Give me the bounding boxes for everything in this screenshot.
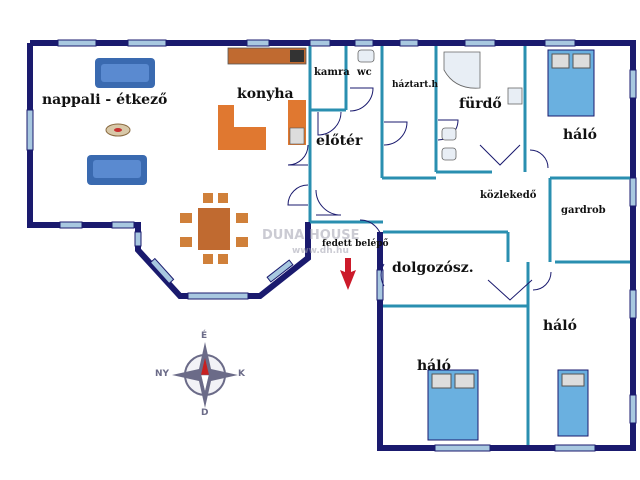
room-label-hall: előtér (316, 133, 363, 149)
room-label-storage: háztart.h (392, 80, 439, 90)
outer-walls (27, 40, 636, 451)
sofa-top (95, 58, 155, 88)
kitchen-counter (218, 47, 307, 150)
entry-arrow-icon (340, 258, 356, 290)
compass-icon (172, 342, 238, 408)
room-label-bedroom-e: háló (543, 318, 577, 334)
room-label-wardrobe: gardrob (561, 205, 606, 216)
inner-walls (308, 46, 630, 445)
room-label-living: nappali - étkező (42, 92, 168, 108)
room-label-pantry: kamra (314, 67, 350, 78)
windows (26, 39, 637, 452)
room-label-covered-entrance: fedett belépő (322, 239, 389, 249)
bed-sw (427, 369, 479, 441)
room-label-wc: wc (357, 67, 372, 78)
compass-north-label: É (201, 331, 208, 341)
doors (287, 87, 552, 301)
sofa-bottom (87, 155, 147, 185)
room-label-study: dolgozósz. (392, 260, 474, 276)
compass-east-label: K (238, 369, 245, 379)
compass-west-label: NY (155, 369, 170, 379)
room-label-kitchen: konyha (237, 86, 294, 102)
room-label-bathroom: fürdő (459, 96, 502, 112)
bed-se (557, 369, 589, 437)
room-label-bedroom-s: háló (417, 358, 451, 374)
coffee-table (105, 123, 131, 137)
watermark-brand: DUNA HOUSE (262, 228, 360, 243)
bath-fixtures (357, 49, 523, 161)
dining-table (180, 193, 248, 264)
bed-ne (547, 49, 595, 117)
room-label-bedroom-ne: háló (563, 127, 597, 143)
compass-south-label: D (201, 408, 209, 418)
watermark-url: www.dh.hu (292, 246, 349, 256)
room-label-corridor: közlekedő (480, 190, 537, 201)
